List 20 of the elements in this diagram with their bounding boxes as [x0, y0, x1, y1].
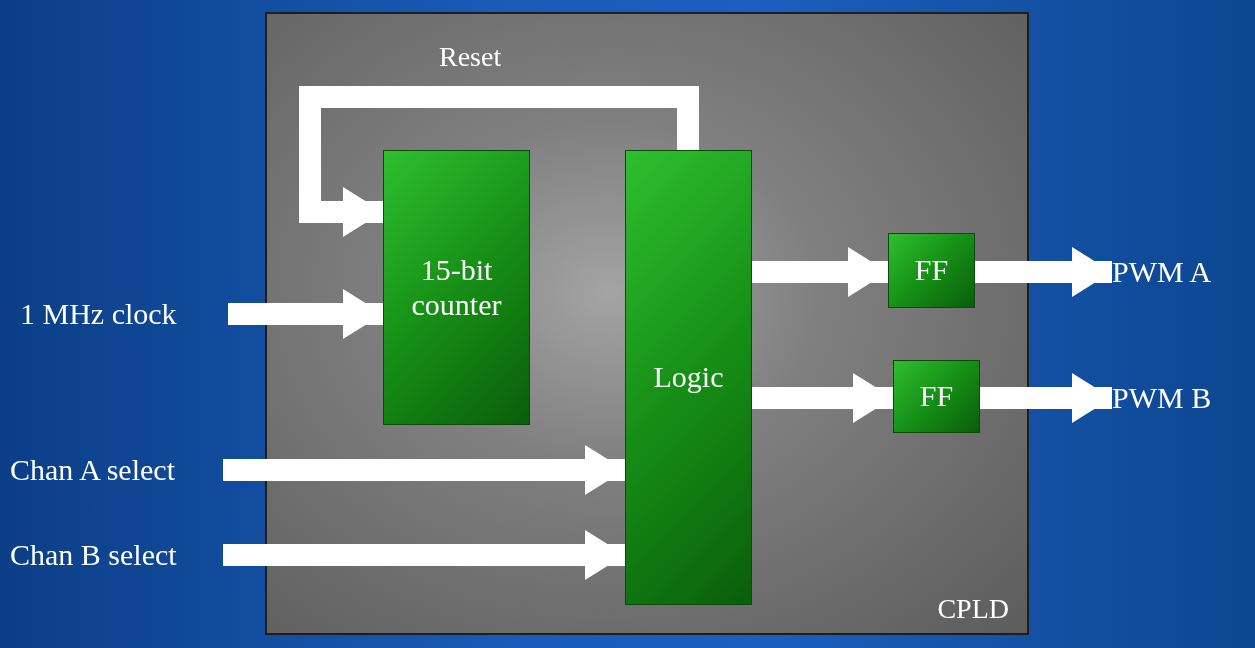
signal-label: 1 MHz clock — [20, 296, 177, 332]
logic-block: 15-bit counter — [383, 150, 530, 425]
logic-block: FF — [893, 360, 980, 433]
signal-label: Chan A select — [10, 452, 175, 488]
chip-label: CPLD — [937, 593, 1009, 625]
logic-block: FF — [888, 233, 975, 308]
signal-label: PWM A — [1112, 254, 1212, 290]
arrow — [752, 247, 888, 297]
arrow — [980, 373, 1112, 423]
arrow — [299, 86, 699, 237]
arrow — [223, 530, 625, 580]
arrow — [223, 445, 625, 495]
logic-block: Logic — [625, 150, 752, 605]
signal-label: Chan B select — [10, 537, 177, 573]
arrow — [228, 289, 383, 339]
chip-box — [265, 12, 1029, 635]
edge-label: Reset — [439, 41, 502, 73]
arrow — [975, 247, 1112, 297]
arrow — [752, 373, 893, 423]
signal-label: PWM B — [1112, 380, 1212, 416]
